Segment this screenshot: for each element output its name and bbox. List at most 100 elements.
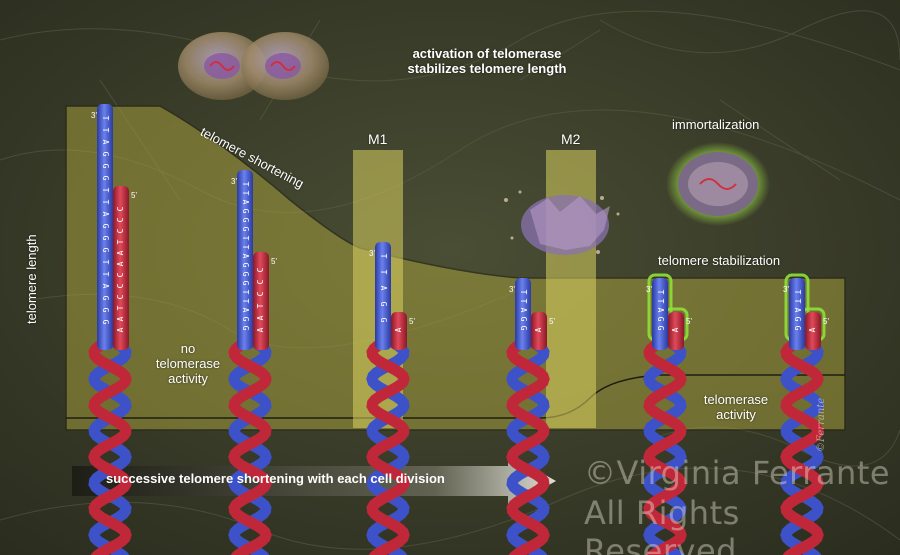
shortening-arrow xyxy=(72,454,556,508)
three-prime-label: 3' xyxy=(646,285,652,294)
m2-bar xyxy=(546,150,596,428)
sequence-letter: T xyxy=(241,290,250,295)
sequence-letter: C xyxy=(116,294,125,299)
sequence-letter: A xyxy=(116,261,125,266)
c-strand xyxy=(391,312,407,350)
sequence-letter: T xyxy=(656,299,665,304)
sequence-letter: T xyxy=(101,260,110,265)
sequence-letter: A xyxy=(116,316,125,321)
sequence-letter: T xyxy=(241,182,250,187)
three-prime-label: 3' xyxy=(783,285,789,294)
sequence-letter: A xyxy=(793,308,802,313)
crisis-cell-illustration xyxy=(504,190,620,255)
sequence-letter: A xyxy=(256,315,265,320)
c-strand xyxy=(253,252,269,350)
five-prime-label: 5' xyxy=(131,191,137,200)
sequence-letter: T xyxy=(116,305,125,310)
sequence-letter: A xyxy=(101,212,110,217)
telomere-length-axis-label: telomere length xyxy=(24,234,39,324)
sequence-letter: A xyxy=(241,254,250,259)
dna-chromosomes: TTAGGGTTAGGGTTAGGGAATCCCAATCCC3'5'TTAGGG… xyxy=(88,104,829,555)
successive-shortening-text: successive telomere shortening with each… xyxy=(106,471,445,486)
sequence-letter: G xyxy=(241,263,250,268)
helix-red-strand xyxy=(506,334,550,555)
sequence-letter: A xyxy=(116,327,125,332)
watermark-line-2: All Rights Reserved xyxy=(584,494,740,555)
c-strand xyxy=(531,312,547,350)
sequence-letter: G xyxy=(101,152,110,157)
sequence-letter: A xyxy=(394,327,403,332)
sequence-letter: A xyxy=(671,327,680,332)
sequence-letter: T xyxy=(101,128,110,133)
five-prime-label: 5' xyxy=(409,317,415,326)
sequence-letter: G xyxy=(519,326,528,331)
sequence-letter: G xyxy=(101,320,110,325)
title-line-2: stabilizes telomere length xyxy=(407,61,567,76)
sequence-letter: G xyxy=(519,317,528,322)
sequence-letter: T xyxy=(241,299,250,304)
sequence-letter: C xyxy=(116,228,125,233)
sequence-letter: T xyxy=(101,272,110,277)
sequence-letter: T xyxy=(656,290,665,295)
sequence-letter: A xyxy=(116,250,125,255)
sequence-letter: A xyxy=(656,308,665,313)
watermark-line-1: ©Virginia Ferrante xyxy=(584,454,891,492)
sequence-letter: G xyxy=(241,326,250,331)
m2-label: M2 xyxy=(561,131,581,147)
helix-red-strand xyxy=(228,334,272,555)
no-telomerase-line-3: activity xyxy=(168,371,208,386)
artist-signature: ©Ferrante xyxy=(816,397,827,452)
sequence-letter: G xyxy=(101,308,110,313)
five-prime-label: 5' xyxy=(549,317,555,326)
sequence-letter: G xyxy=(101,248,110,253)
sequence-letter: C xyxy=(256,267,265,272)
sequence-letter: T xyxy=(379,254,388,259)
c-strand xyxy=(113,186,129,350)
sequence-letter: G xyxy=(241,227,250,232)
sequence-letter: T xyxy=(256,303,265,308)
sequence-letter: T xyxy=(241,236,250,241)
five-prime-label: 5' xyxy=(686,317,692,326)
sequence-letter: G xyxy=(241,218,250,223)
telomerase-activity-line-1: telomerase xyxy=(703,392,769,407)
sequence-letter: G xyxy=(101,164,110,169)
three-prime-label: 3' xyxy=(509,285,515,294)
sequence-letter: G xyxy=(241,281,250,286)
g-strand-overhang xyxy=(515,278,531,350)
sequence-letter: G xyxy=(656,326,665,331)
sequence-letter: T xyxy=(101,200,110,205)
three-prime-label: 3' xyxy=(369,249,375,258)
sequence-letter: T xyxy=(793,290,802,295)
immortal-cell-illustration xyxy=(666,142,770,226)
dividing-cells-illustration xyxy=(178,32,329,100)
sequence-letter: G xyxy=(241,272,250,277)
three-prime-label: 3' xyxy=(91,111,97,120)
sequence-letter: G xyxy=(241,209,250,214)
sequence-letter: C xyxy=(256,291,265,296)
m1-label: M1 xyxy=(368,131,388,147)
sequence-letter: G xyxy=(793,317,802,322)
sequence-letter: G xyxy=(656,317,665,322)
no-telomerase-line-2: telomerase xyxy=(155,356,221,371)
sequence-letter: A xyxy=(101,140,110,145)
sequence-letter: T xyxy=(101,188,110,193)
telomerase-activity-label: telomerase activity xyxy=(688,392,784,422)
sequence-letter: G xyxy=(101,176,110,181)
three-prime-label: 3' xyxy=(231,177,237,186)
g-strand-overhang xyxy=(97,104,113,350)
sequence-letter: A xyxy=(534,327,543,332)
sequence-letter: G xyxy=(793,326,802,331)
sequence-letter: C xyxy=(116,217,125,222)
five-prime-label: 5' xyxy=(271,257,277,266)
sequence-letter: G xyxy=(101,236,110,241)
sequence-letter: T xyxy=(241,245,250,250)
five-prime-label: 5' xyxy=(823,317,829,326)
g-strand-overhang xyxy=(789,278,805,350)
